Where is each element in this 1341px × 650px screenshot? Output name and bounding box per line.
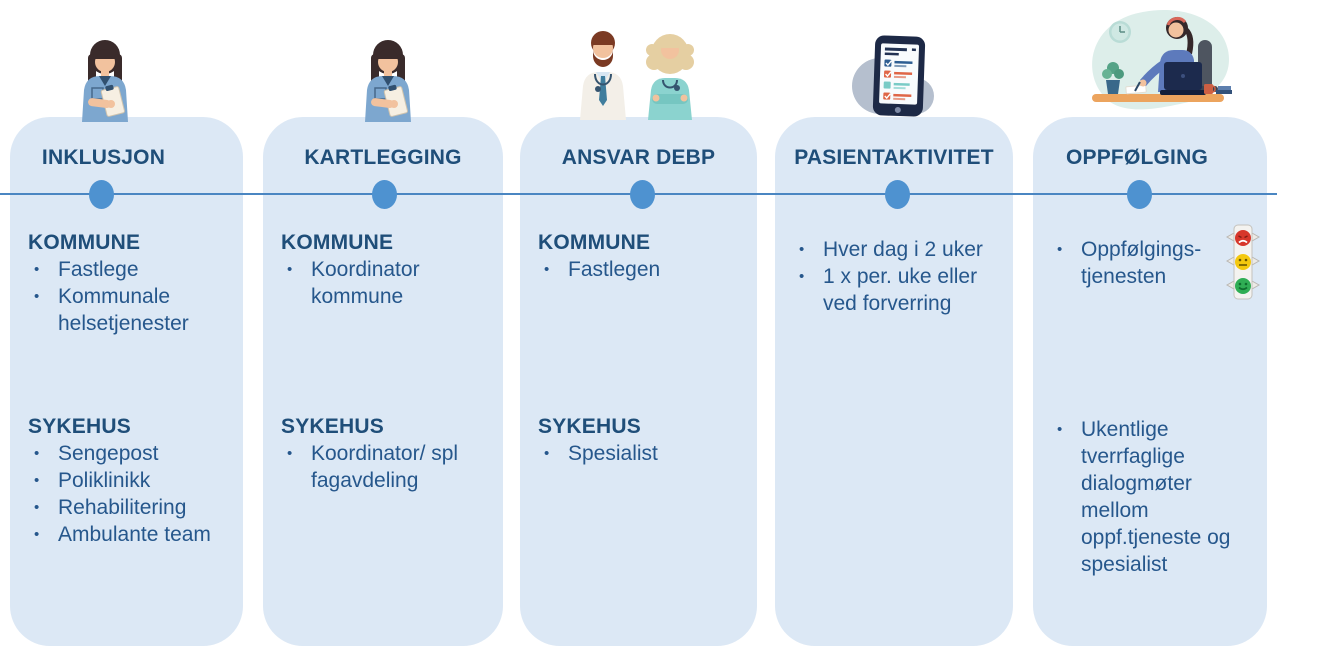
timeline-dot: [372, 180, 397, 209]
bullet-icon: •: [34, 445, 40, 462]
section-sykehus: SYKEHUS • Spesialist: [538, 413, 753, 467]
bullet-icon: •: [34, 288, 40, 305]
bullet-icon: •: [34, 499, 40, 516]
bullet-icon: •: [34, 526, 40, 543]
stage-column-ansvar-debp: ANSVAR DEBP KOMMUNE • Fastlegen SYKEHUS …: [520, 0, 757, 650]
section-sykehus: SYKEHUS • Koordinator/ spl fagavdeling: [281, 413, 499, 494]
bullet-icon: •: [287, 445, 293, 462]
list-item: • Ambulante team: [28, 521, 239, 548]
list-item: • Oppfølgings-tjenesten: [1051, 236, 1263, 290]
section-activity: • Hver dag i 2 uker • 1 x per. uke eller…: [793, 236, 1009, 317]
stage-title: PASIENTAKTIVITET: [794, 146, 994, 169]
section-header: SYKEHUS: [281, 415, 384, 438]
stage-column-pasientaktivitet: PASIENTAKTIVITET • Hver dag i 2 uker • 1…: [775, 0, 1013, 650]
bullet-icon: •: [287, 261, 293, 278]
section-sykehus: SYKEHUS • Sengepost • Poliklinikk • Reha…: [28, 413, 239, 548]
list-item: • Ukentlige tverrfaglige dialogmøter mel…: [1051, 416, 1263, 578]
traffic-light-smiley-icon: [1225, 223, 1261, 308]
bullet-icon: •: [34, 472, 40, 489]
section-dialog-meetings: • Ukentlige tverrfaglige dialogmøter mel…: [1051, 416, 1263, 578]
section-header: SYKEHUS: [538, 415, 641, 438]
section-followup-service: • Oppfølgings-tjenesten: [1051, 236, 1263, 290]
section-kommune: KOMMUNE • Fastlege • Kommunale helsetjen…: [28, 229, 239, 337]
list-item: • Fastlege: [28, 256, 239, 283]
stage-card: OPPFØLGING • Oppfølgings-tjenesten: [1033, 117, 1267, 646]
timeline-dot: [1127, 180, 1152, 209]
timeline-dot: [630, 180, 655, 209]
list-item: • Kommunale helsetjenester: [28, 283, 239, 337]
list-item: • Poliklinikk: [28, 467, 239, 494]
section-kommune: KOMMUNE • Koordinator kommune: [281, 229, 499, 310]
list-item: • Hver dag i 2 uker: [793, 236, 1009, 263]
timeline-dot: [885, 180, 910, 209]
section-header: KOMMUNE: [281, 231, 394, 254]
stage-title: INKLUSJON: [41, 146, 166, 169]
bullet-icon: •: [799, 268, 805, 285]
list-item: • Sengepost: [28, 440, 239, 467]
stage-column-oppfolging: OPPFØLGING • Oppfølgings-tjenesten: [1033, 0, 1267, 650]
nurse-with-clipboard-illustration: [351, 38, 425, 127]
section-header: KOMMUNE: [538, 231, 651, 254]
list-item: • Koordinator/ spl fagavdeling: [281, 440, 499, 494]
stage-column-inklusjon: INKLUSJON KOMMUNE • Fastlege • Kommunale…: [10, 0, 243, 650]
stage-column-kartlegging: KARTLEGGING KOMMUNE • Koordinator kommun…: [263, 0, 503, 650]
bullet-icon: •: [799, 241, 805, 258]
list-item: • Spesialist: [538, 440, 753, 467]
bullet-icon: •: [544, 445, 550, 462]
list-item: • 1 x per. uke eller ved forverring: [793, 263, 1009, 317]
section-header: KOMMUNE: [28, 231, 141, 254]
bullet-icon: •: [1057, 241, 1063, 258]
stage-title: OPPFØLGING: [1065, 146, 1208, 169]
bullet-icon: •: [544, 261, 550, 278]
tablet-with-checklist-illustration: [850, 34, 946, 125]
list-item: • Koordinator kommune: [281, 256, 499, 310]
list-item: • Rehabilitering: [28, 494, 239, 521]
section-header: SYKEHUS: [28, 415, 131, 438]
timeline-dot: [89, 180, 114, 209]
stage-title: KARTLEGGING: [304, 146, 462, 169]
nurse-with-clipboard-illustration: [68, 38, 142, 127]
stage-title: ANSVAR DEBP: [561, 146, 716, 169]
section-kommune: KOMMUNE • Fastlegen: [538, 229, 753, 283]
woman-working-at-desk-illustration: [1080, 2, 1236, 125]
stage-card: INKLUSJON KOMMUNE • Fastlege • Kommunale…: [10, 117, 243, 646]
doctor-and-nurse-illustration: [568, 28, 706, 125]
list-item: • Fastlegen: [538, 256, 753, 283]
bullet-icon: •: [1057, 421, 1063, 438]
bullet-icon: •: [34, 261, 40, 278]
